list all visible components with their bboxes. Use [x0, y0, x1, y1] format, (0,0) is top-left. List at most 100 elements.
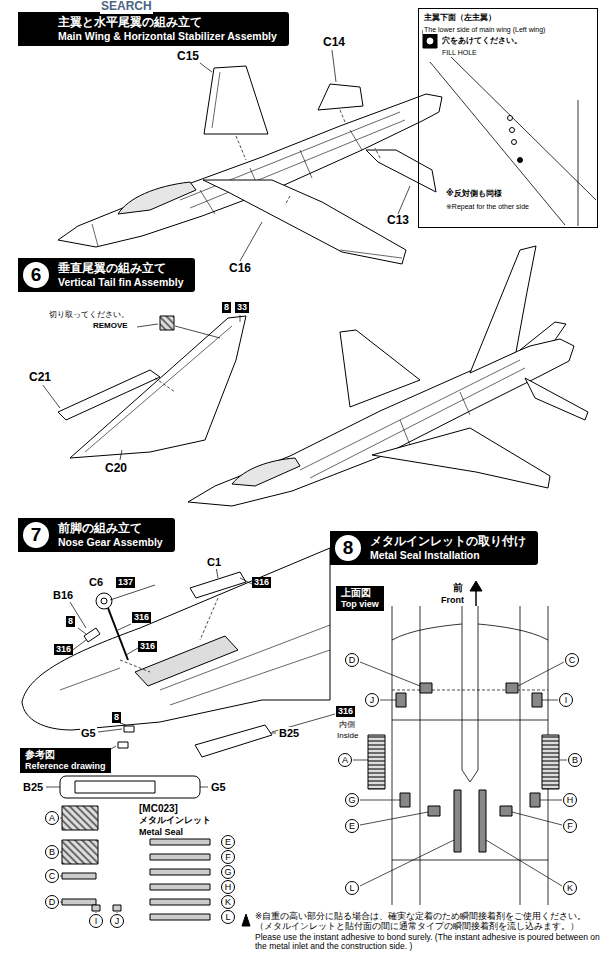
caption-text: Vertical Tail fin Assembly — [58, 276, 183, 289]
wing-part — [203, 180, 406, 264]
watermark: SEARCH — [100, 0, 153, 14]
etch-part — [113, 905, 121, 911]
panel-line — [340, 250, 402, 258]
paint-callout: 8 — [222, 302, 231, 313]
stabilizer-part — [366, 150, 436, 192]
letter-callout: L — [345, 881, 359, 895]
glue-icon — [242, 914, 250, 926]
step-header: 6垂直尾翼の組み立てVertical Tail fin Assembly — [18, 258, 195, 292]
panel-line — [85, 326, 232, 452]
callout-letter: F — [564, 820, 576, 832]
tail-fin — [470, 246, 536, 373]
seal-panel — [368, 735, 385, 789]
letter-callout: G — [345, 793, 359, 807]
caption-text: 参考図 — [25, 749, 106, 761]
callout-letter: B — [46, 846, 58, 858]
callout-letter: I — [560, 694, 572, 706]
paint-callout: 316 — [132, 612, 151, 623]
callout-letter: G — [222, 866, 234, 878]
sheet-code: [MC023] — [138, 803, 179, 815]
etch-panel — [62, 840, 98, 864]
letter-callout: J — [365, 693, 379, 707]
leader-line — [353, 662, 567, 886]
paint-callout: 316 — [252, 577, 271, 588]
caption-text: 垂直尾翼の組み立て — [58, 261, 183, 276]
wheel — [96, 593, 112, 609]
wing-outline — [430, 56, 596, 226]
front-arrow — [470, 581, 482, 591]
etch-part — [150, 914, 210, 920]
caption-text: Nose Gear Assembly — [58, 536, 163, 549]
callout-letter: D — [46, 896, 58, 908]
letter-callout: A — [338, 753, 352, 767]
etch-part — [92, 905, 100, 911]
gear-strut — [108, 608, 128, 660]
callout-letter: L — [346, 882, 358, 894]
stabilizer-part — [318, 84, 363, 110]
callout-letter: E — [346, 820, 358, 832]
letter-callout: I — [559, 693, 573, 707]
callout-letter: D — [346, 654, 358, 666]
callout-letter: E — [222, 836, 234, 848]
gear-part — [84, 628, 100, 642]
caption-text: 穴をあけてください。 — [441, 36, 523, 46]
callout-letter: G — [346, 794, 358, 806]
paint-callout: 316 — [138, 641, 157, 652]
step-header: 8メタルインレットの取り付けMetal Seal Installation — [330, 531, 538, 565]
part-number: G5 — [210, 781, 227, 794]
wheel-hub — [101, 598, 107, 604]
wing — [372, 428, 550, 488]
direction-label: Front — [440, 595, 465, 605]
callout-letter: J — [366, 694, 378, 706]
door-reference — [60, 776, 200, 798]
hole-mark — [510, 128, 515, 133]
paint-callout: 8 — [66, 616, 75, 627]
guide-line — [155, 378, 175, 392]
seal-plate — [506, 683, 518, 693]
caption-text: 主翼下面（左主翼） — [423, 13, 497, 23]
seal-plate — [500, 806, 512, 816]
instruction-note: Inside — [336, 731, 359, 740]
gear-door — [190, 572, 246, 598]
caption-text: Metal Seal Installation — [370, 549, 526, 562]
letter-callout: K — [563, 881, 577, 895]
gear-bay — [135, 636, 238, 686]
etch-part — [62, 873, 96, 879]
step-number: 8 — [335, 535, 361, 561]
gear-part — [118, 742, 128, 748]
paint-number: 316 — [140, 641, 155, 652]
part-number: C16 — [228, 262, 252, 276]
adhesive-note: Please use the instant adhesive to bond … — [254, 933, 606, 953]
paint-number: 8 — [114, 712, 119, 723]
part-number: G5 — [80, 727, 97, 740]
caption-text: Reference drawing — [25, 761, 106, 772]
paint-number: 316 — [134, 612, 149, 623]
callout-letter: H — [222, 881, 234, 893]
canopy — [232, 458, 300, 486]
fuselage — [22, 548, 330, 730]
view-tag: 参考図Reference drawing — [20, 748, 111, 773]
part-number: C1 — [206, 556, 222, 569]
instruction-note: 切り取ってください。 — [48, 310, 130, 319]
detail-inset: 主翼下面（左主翼）The lower side of main wing (Le… — [418, 8, 598, 228]
paint-number: 8 — [224, 302, 229, 313]
leader-line — [46, 787, 208, 788]
guide-line — [236, 110, 380, 205]
etch-part — [150, 839, 210, 845]
letter-callout: A — [45, 811, 59, 825]
caption-text: ※Repeat for the other side — [445, 202, 530, 211]
leader-line — [70, 567, 335, 752]
paint-number: 316 — [338, 706, 353, 717]
leader-line — [42, 315, 240, 460]
letter-callout: L — [221, 910, 235, 924]
seal-plate — [420, 683, 432, 693]
fuselage — [58, 94, 442, 247]
letter-callout: G — [221, 865, 235, 879]
fin-part — [70, 316, 246, 458]
caption-text: Top view — [341, 599, 379, 610]
etch-part — [150, 884, 210, 890]
leader-line — [60, 818, 117, 913]
seal-plate — [530, 793, 540, 807]
callout-letter: C — [566, 654, 578, 666]
